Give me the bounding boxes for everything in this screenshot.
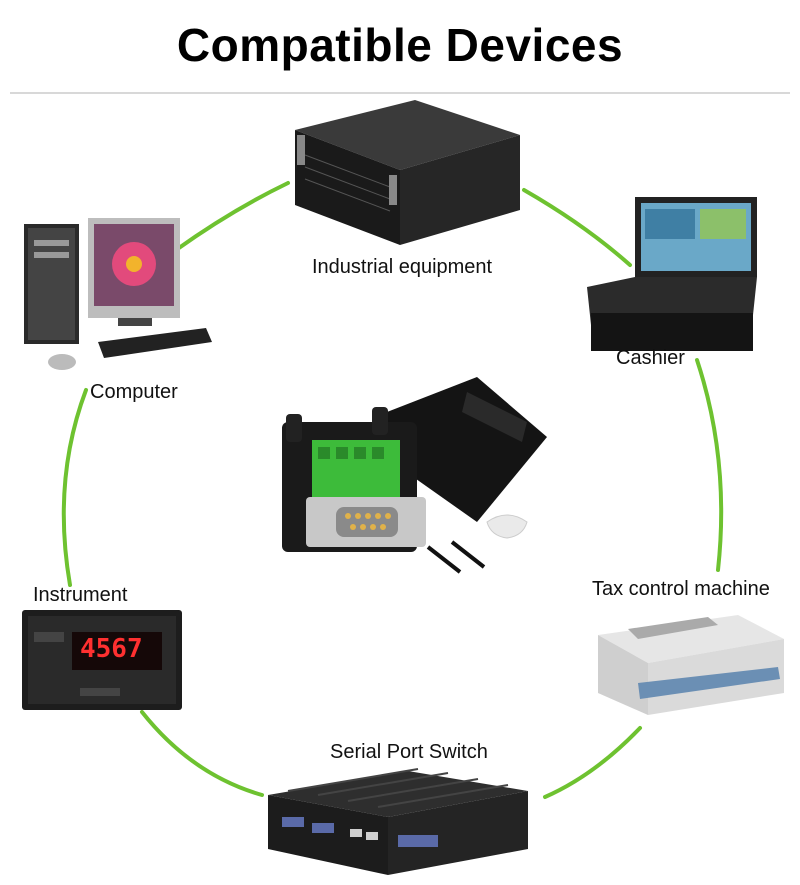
tax-control-machine-image (598, 615, 784, 715)
ring-arc-cashier-tax (695, 358, 724, 572)
ring-arc-industrial-computer (174, 181, 290, 252)
label-serial-port-switch: Serial Port Switch (330, 741, 488, 763)
label-instrument: Instrument (33, 584, 128, 606)
computer-image (24, 218, 212, 370)
db9-connector-image (282, 377, 547, 574)
ring-arc-industrial-cashier (522, 188, 632, 267)
serial-port-switch-image (268, 768, 528, 875)
instrument-image (22, 610, 182, 710)
label-industrial-equipment: Industrial equipment (312, 256, 493, 278)
label-computer: Computer (90, 381, 178, 403)
page-title: Compatible Devices (176, 19, 624, 71)
cashier-image (587, 197, 757, 351)
ring-arc-tax-switch (543, 726, 642, 799)
title-divider (10, 92, 790, 94)
label-cashier: Cashier (616, 347, 685, 369)
label-tax-control-machine: Tax control machine (592, 578, 770, 600)
industrial-equipment-image (295, 100, 520, 245)
ring-arc-computer-instrument (61, 388, 88, 587)
instrument-display-reading: 4567 (80, 634, 143, 664)
ring-arc-instrument-switch (140, 710, 264, 797)
